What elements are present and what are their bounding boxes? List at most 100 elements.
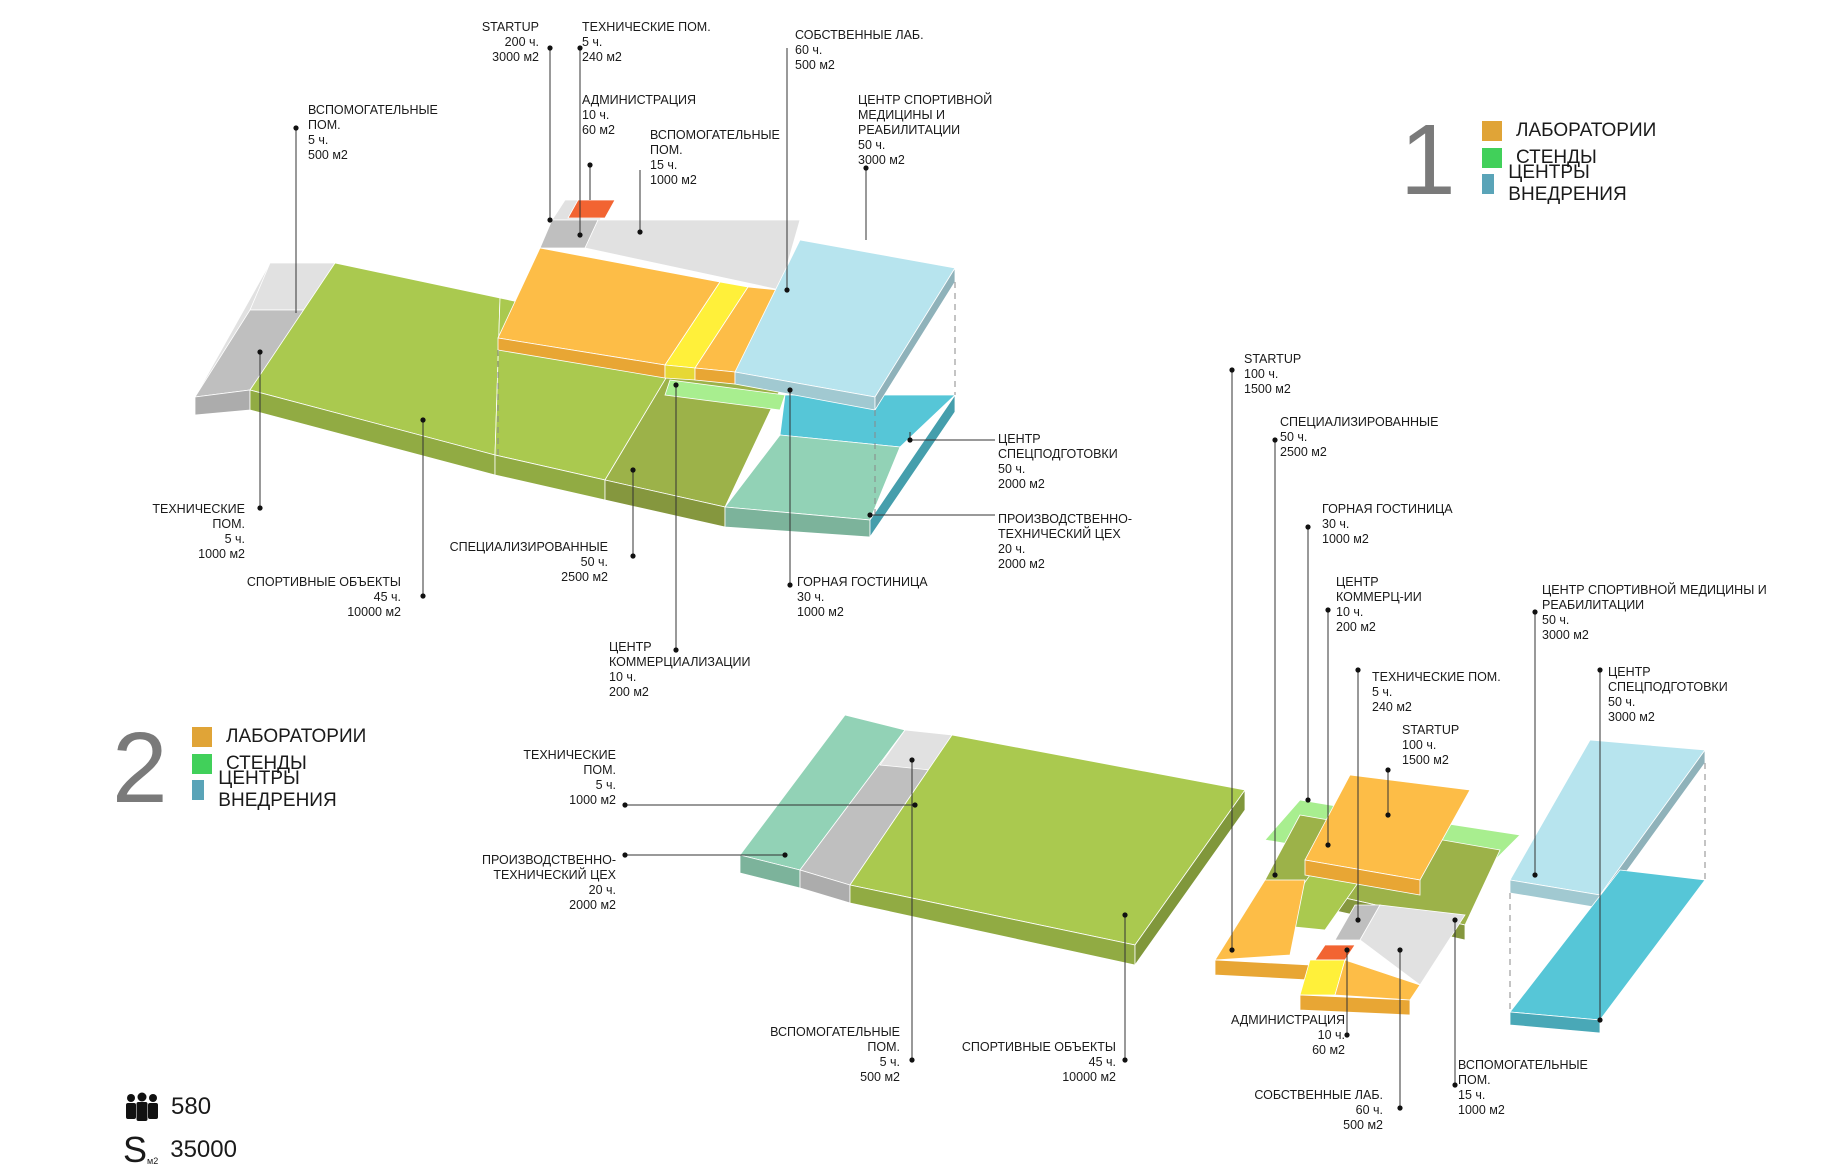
scheme-number: 1 bbox=[1400, 104, 1456, 216]
legend-swatch-centers bbox=[192, 780, 205, 800]
leader-dot bbox=[1305, 797, 1311, 803]
s2-startup-mid-front bbox=[1304, 859, 1421, 896]
leader-dot bbox=[577, 45, 583, 51]
s2-special-front bbox=[1509, 1011, 1601, 1034]
legend-item-stands: СТЕНДЫ bbox=[192, 753, 307, 775]
area-symbol: S bbox=[123, 1129, 148, 1170]
leader-dot bbox=[787, 387, 793, 393]
leader-dot bbox=[622, 802, 628, 808]
s2-ownlab-front bbox=[1299, 994, 1411, 1016]
leader-dot bbox=[912, 802, 918, 808]
leader-dot bbox=[1122, 912, 1128, 918]
leader-dot bbox=[782, 852, 788, 858]
s1-hotel-strip bbox=[664, 379, 786, 411]
leader-dot bbox=[1344, 1032, 1350, 1038]
legend-swatch-stands bbox=[1482, 148, 1502, 168]
leader-dot bbox=[547, 217, 553, 223]
leader-dot bbox=[907, 437, 913, 443]
leader-dot bbox=[420, 593, 426, 599]
people-count: 580 bbox=[125, 1092, 211, 1122]
legend-item-labs: ЛАБОРАТОРИИ bbox=[1482, 120, 1656, 142]
legend-swatch-stands bbox=[192, 754, 212, 774]
leader-dot bbox=[1597, 1017, 1603, 1023]
leader-dot bbox=[909, 757, 915, 763]
area-total: S м2 35000 bbox=[123, 1132, 237, 1168]
leader-dot bbox=[673, 382, 679, 388]
legend-swatch-labs bbox=[192, 727, 212, 747]
leader-dot bbox=[630, 467, 636, 473]
leader-dot bbox=[1452, 1082, 1458, 1088]
leader-dot bbox=[1452, 917, 1458, 923]
legend-label: СТЕНДЫ bbox=[1516, 147, 1597, 168]
s2-startup-low-front bbox=[1214, 959, 1311, 981]
area-unit: м2 bbox=[147, 1156, 159, 1166]
label-own-labs-2: СОБСТВЕННЫЕ ЛАБ.60 ч.500 м2 bbox=[1254, 1088, 1383, 1132]
leader-dot bbox=[257, 349, 263, 355]
s1-special-side bbox=[869, 393, 956, 539]
leader-dot bbox=[293, 125, 299, 131]
legend-item-labs: ЛАБОРАТОРИИ bbox=[192, 726, 366, 748]
label-own-labs: СОБСТВЕННЫЕ ЛАБ.60 ч.500 м2 bbox=[795, 28, 924, 72]
leader-dot bbox=[257, 505, 263, 511]
leader-dot bbox=[587, 162, 593, 168]
leader-dot bbox=[1355, 667, 1361, 673]
label-technical-240: ТЕХНИЧЕСКИЕ ПОМ.5 ч.240 м2 bbox=[582, 20, 711, 64]
leader-dot bbox=[673, 647, 679, 653]
leader-dot bbox=[1397, 947, 1403, 953]
s1-commerc-front bbox=[664, 364, 696, 381]
s2-startup-low bbox=[1214, 879, 1306, 961]
leader-dot bbox=[863, 165, 869, 171]
legend-label: ЦЕНТРЫ ВНЕДРЕНИЯ bbox=[1508, 162, 1627, 205]
legend-label: СТЕНДЫ bbox=[226, 753, 307, 774]
leader-dot bbox=[1385, 767, 1391, 773]
s2-sportmed-top bbox=[1509, 739, 1706, 896]
legend-swatch-labs bbox=[1482, 121, 1502, 141]
people-icon bbox=[126, 1092, 158, 1121]
leader-dot bbox=[1344, 947, 1350, 953]
legend-item-centers: ЦЕНТРЫ ВНЕДРЕНИЯ bbox=[192, 768, 344, 811]
leader-dot bbox=[1397, 1105, 1403, 1111]
leader-dot bbox=[577, 232, 583, 238]
s2-admin bbox=[1314, 944, 1356, 961]
label-technical-240-2: ТЕХНИЧЕСКИЕ ПОМ.5 ч.240 м2 bbox=[1372, 670, 1501, 714]
leader-dot bbox=[420, 417, 426, 423]
leader-dot bbox=[1532, 872, 1538, 878]
legend-item-stands: СТЕНДЫ bbox=[1482, 147, 1597, 169]
legend-label: ЛАБОРАТОРИИ bbox=[226, 726, 367, 747]
leader-dot bbox=[622, 852, 628, 858]
scheme-number: 2 bbox=[112, 712, 168, 824]
legend-label: ЦЕНТРЫ ВНЕДРЕНИЯ bbox=[218, 768, 337, 811]
leader-dot bbox=[1355, 917, 1361, 923]
leader-dot bbox=[630, 553, 636, 559]
leader-dot bbox=[787, 582, 793, 588]
leader-dot bbox=[1385, 812, 1391, 818]
legend-swatch-centers bbox=[1482, 174, 1495, 194]
leader-dot bbox=[867, 512, 873, 518]
leader-dot bbox=[1272, 872, 1278, 878]
s2-sport-side bbox=[1134, 788, 1246, 967]
leader-dot bbox=[784, 287, 790, 293]
leader-dot bbox=[637, 229, 643, 235]
legend-item-centers: ЦЕНТРЫ ВНЕДРЕНИЯ bbox=[1482, 162, 1634, 205]
